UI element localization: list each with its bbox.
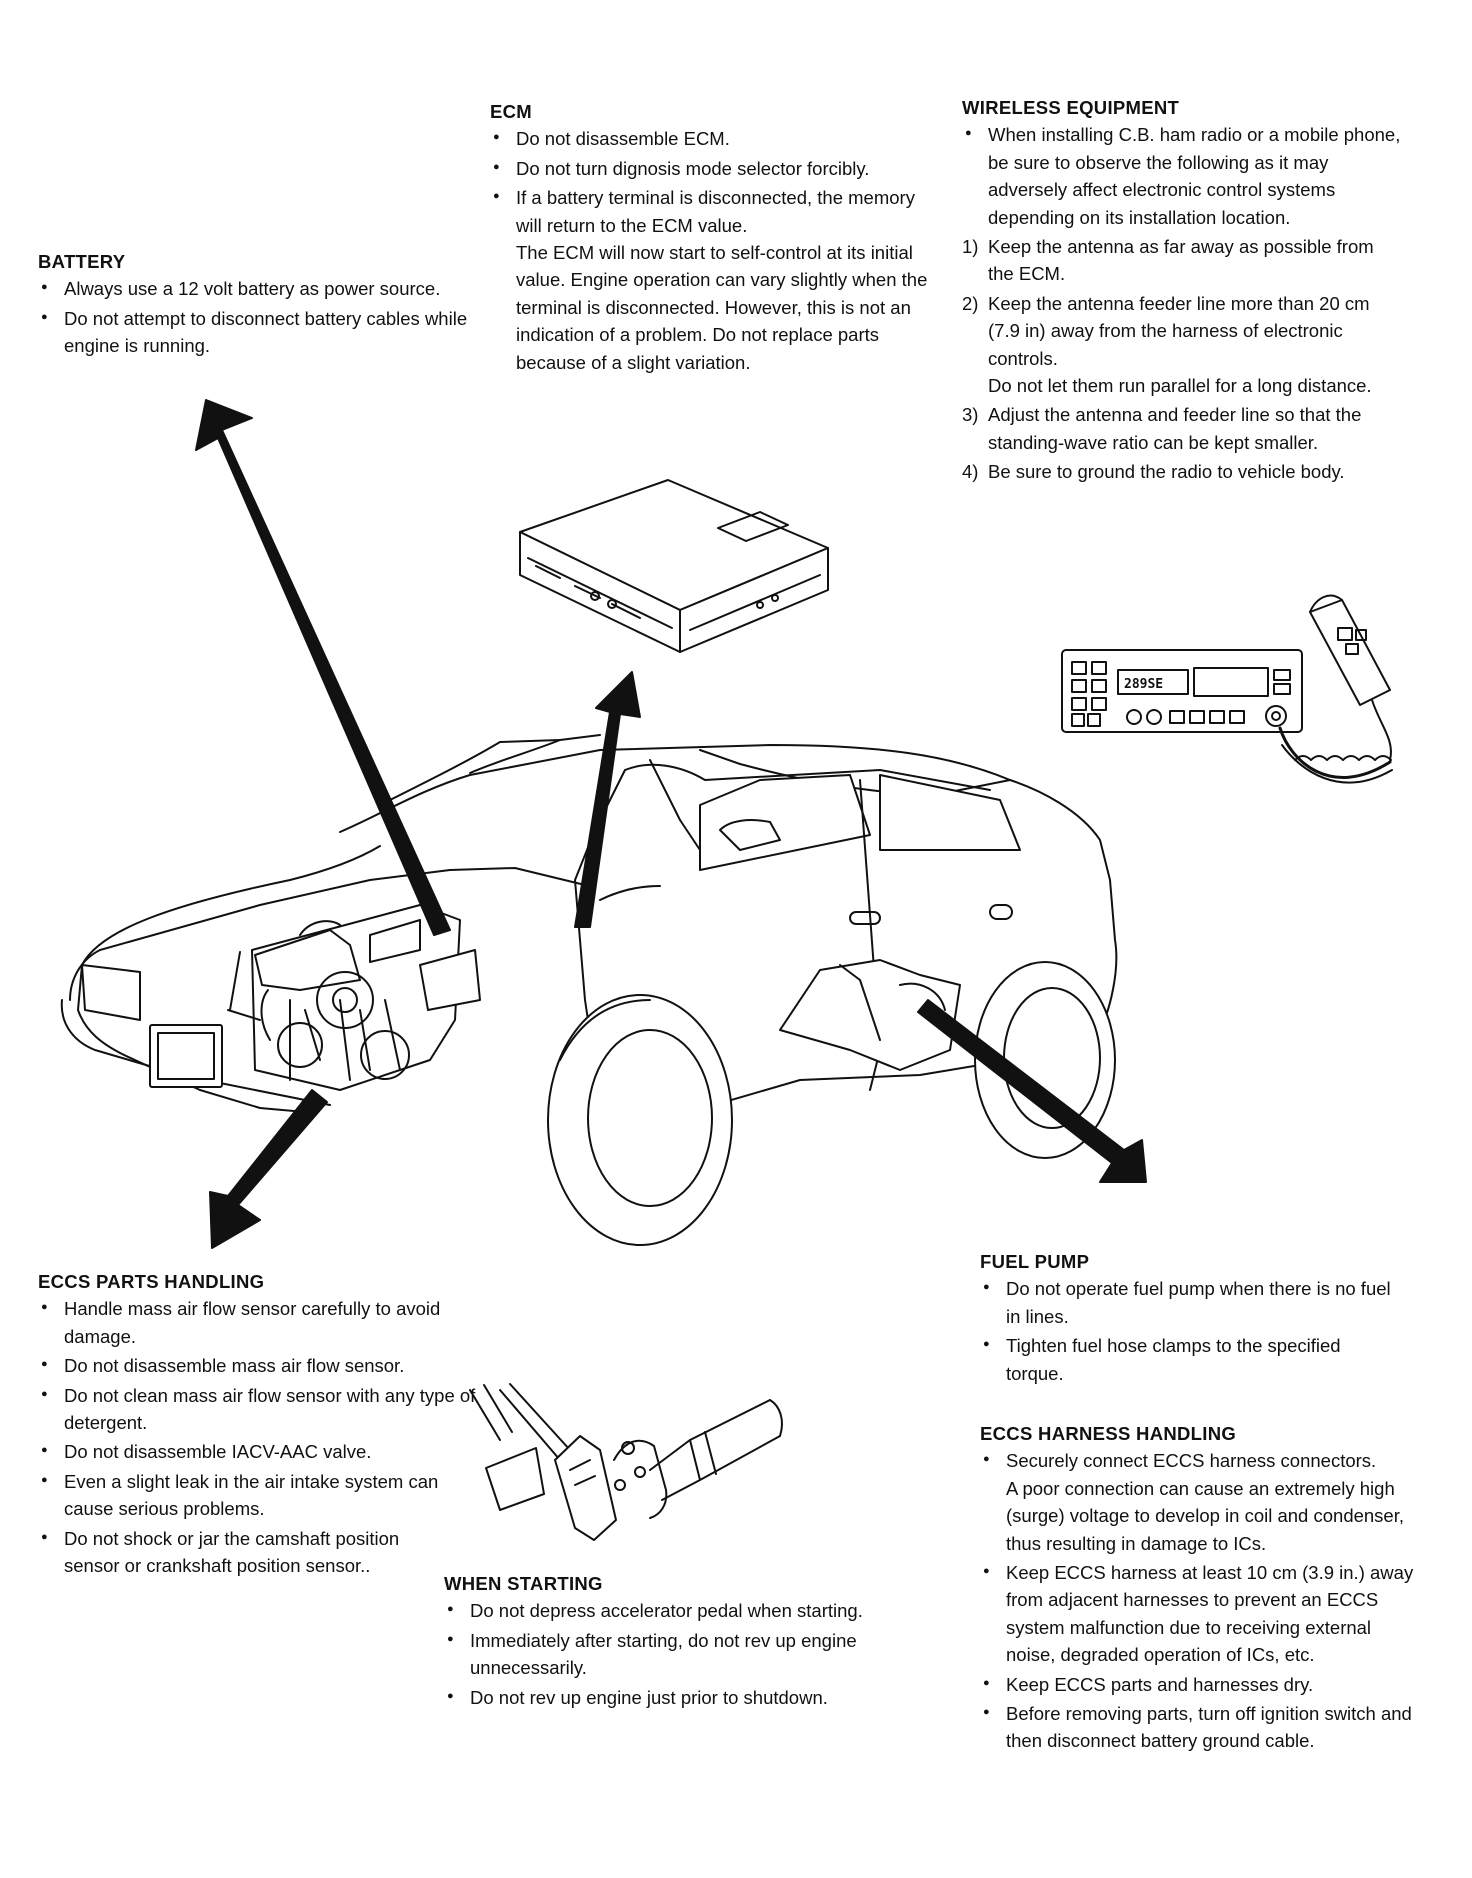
wireless-section: WIRELESS EQUIPMENT When installing C.B. …	[962, 94, 1402, 486]
fuel-pump-section: FUEL PUMP Do not operate fuel pump when …	[980, 1248, 1400, 1387]
step-number: 2)	[962, 292, 979, 314]
eccs-parts-item: Do not shock or jar the camshaft positio…	[38, 1524, 424, 1580]
ecm-item: Do not disassemble ECM.	[490, 124, 936, 152]
ecm-note: The ECM will now start to self-control a…	[516, 242, 928, 373]
battery-section: BATTERY Always use a 12 volt battery as …	[38, 248, 478, 360]
eccs-parts-item: Do not clean mass air flow sensor with a…	[38, 1381, 484, 1437]
eccs-harness-item: Keep ECCS harness at least 10 cm (3.9 in…	[980, 1558, 1420, 1669]
radio-unit: 289SE	[1062, 650, 1302, 732]
eccs-parts-item: Do not disassemble mass air flow sensor.	[38, 1351, 534, 1379]
step-text: Keep the antenna as far away as possible…	[988, 236, 1374, 285]
step-note: Do not let them run parallel for a long …	[988, 375, 1372, 397]
car-body	[62, 735, 1117, 1245]
step-text: Be sure to ground the radio to vehicle b…	[988, 461, 1345, 483]
arrow-to-battery	[196, 400, 450, 935]
step-text: Adjust the antenna and feeder line so th…	[988, 404, 1362, 453]
ecm-title: ECM	[490, 101, 533, 122]
when-starting-item: Do not rev up engine just prior to shutd…	[444, 1683, 894, 1711]
fuel-pump-title: FUEL PUMP	[980, 1251, 1090, 1272]
battery-item: Always use a 12 volt battery as power so…	[38, 274, 478, 302]
ecm-item: Do not turn dignosis mode selector forci…	[490, 154, 936, 182]
eccs-harness-item: Before removing parts, turn off ignition…	[980, 1699, 1420, 1755]
ecm-section: ECM Do not disassemble ECM. Do not turn …	[490, 98, 936, 376]
eccs-harness-section: ECCS HARNESS HANDLING Securely connect E…	[980, 1420, 1420, 1755]
step-text: Keep the antenna feeder line more than 2…	[988, 292, 1370, 369]
radio-display: 289SE	[1124, 677, 1163, 692]
battery-title: BATTERY	[38, 251, 126, 272]
eccs-parts-item: Handle mass air flow sensor carefully to…	[38, 1294, 484, 1350]
arrow-to-eccs-parts	[210, 1090, 327, 1248]
arrow-to-ecm	[575, 672, 640, 927]
when-starting-title: WHEN STARTING	[444, 1573, 603, 1594]
eccs-parts-item: Do not disassemble IACV-AAC valve.	[38, 1437, 484, 1465]
ecm-item: If a battery terminal is disconnected, t…	[490, 183, 936, 239]
when-starting-item: Immediately after starting, do not rev u…	[444, 1626, 894, 1682]
step-number: 3)	[962, 404, 979, 426]
eccs-harness-title: ECCS HARNESS HANDLING	[980, 1423, 1237, 1444]
step-number: 4)	[962, 461, 979, 483]
fuel-pump-item: Tighten fuel hose clamps to the specifie…	[980, 1331, 1400, 1387]
ecm-unit	[520, 480, 828, 652]
eccs-parts-title: ECCS PARTS HANDLING	[38, 1271, 265, 1292]
wireless-step: 4) Be sure to ground the radio to vehicle…	[962, 458, 1402, 485]
when-starting-section: WHEN STARTING Do not depress accelerator…	[444, 1570, 894, 1711]
arrows	[196, 400, 1146, 1248]
eccs-harness-note: A poor connection can cause an extremely…	[1006, 1477, 1405, 1554]
wireless-intro: When installing C.B. ham radio or a mobi…	[962, 120, 1402, 231]
step-number: 1)	[962, 236, 979, 258]
eccs-harness-item: Keep ECCS parts and harnesses dry.	[980, 1670, 1420, 1698]
wireless-step: 3) Adjust the antenna and feeder line so …	[962, 401, 1402, 456]
battery-item: Do not attempt to disconnect battery cab…	[38, 304, 478, 360]
wireless-step: 1) Keep the antenna as far away as possib…	[962, 233, 1402, 288]
wireless-title: WIRELESS EQUIPMENT	[962, 97, 1180, 118]
wireless-step: 2) Keep the antenna feeder line more than…	[962, 290, 1402, 400]
eccs-harness-item-text: Securely connect ECCS harness connectors…	[1006, 1450, 1377, 1472]
pedals-illustration	[470, 1384, 782, 1540]
eccs-parts-item: Even a slight leak in the air intake sys…	[38, 1467, 454, 1523]
when-starting-item: Do not depress accelerator pedal when st…	[444, 1596, 894, 1624]
eccs-parts-section: ECCS PARTS HANDLING Handle mass air flow…	[38, 1268, 508, 1579]
arrow-to-fuel-pump	[918, 1000, 1146, 1182]
fuel-pump-item: Do not operate fuel pump when there is n…	[980, 1274, 1400, 1330]
microphone	[1280, 596, 1392, 783]
eccs-harness-item: Securely connect ECCS harness connectors…	[980, 1446, 1420, 1557]
